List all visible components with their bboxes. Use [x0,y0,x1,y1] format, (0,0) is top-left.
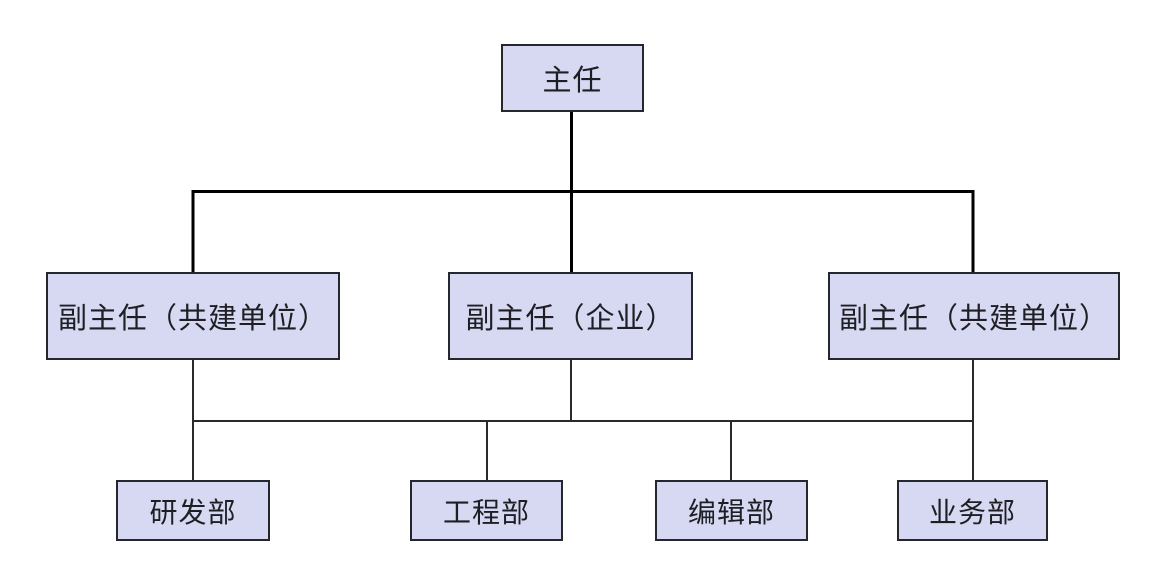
node-vice-director-left: 副主任（共建单位） [46,272,340,360]
node-dept-editorial: 编辑部 [655,480,808,541]
node-director: 主任 [501,44,644,112]
node-dept-research: 研发部 [116,480,270,541]
node-vice-director-right: 副主任（共建单位） [828,272,1120,360]
node-vice-director-right-label: 副主任（共建单位） [838,303,1109,335]
node-dept-research-label: 研发部 [149,496,237,528]
node-dept-business: 业务部 [897,480,1048,541]
node-vice-director-left-label: 副主任（共建单位） [57,303,328,335]
node-dept-engineering-label: 工程部 [442,496,530,528]
node-director-label: 主任 [542,65,603,97]
node-vice-director-center-label: 副主任（企业） [465,303,676,335]
node-dept-engineering: 工程部 [410,480,563,541]
node-vice-director-center: 副主任（企业） [448,272,693,360]
node-dept-editorial-label: 编辑部 [687,496,775,528]
node-dept-business-label: 业务部 [928,496,1016,528]
